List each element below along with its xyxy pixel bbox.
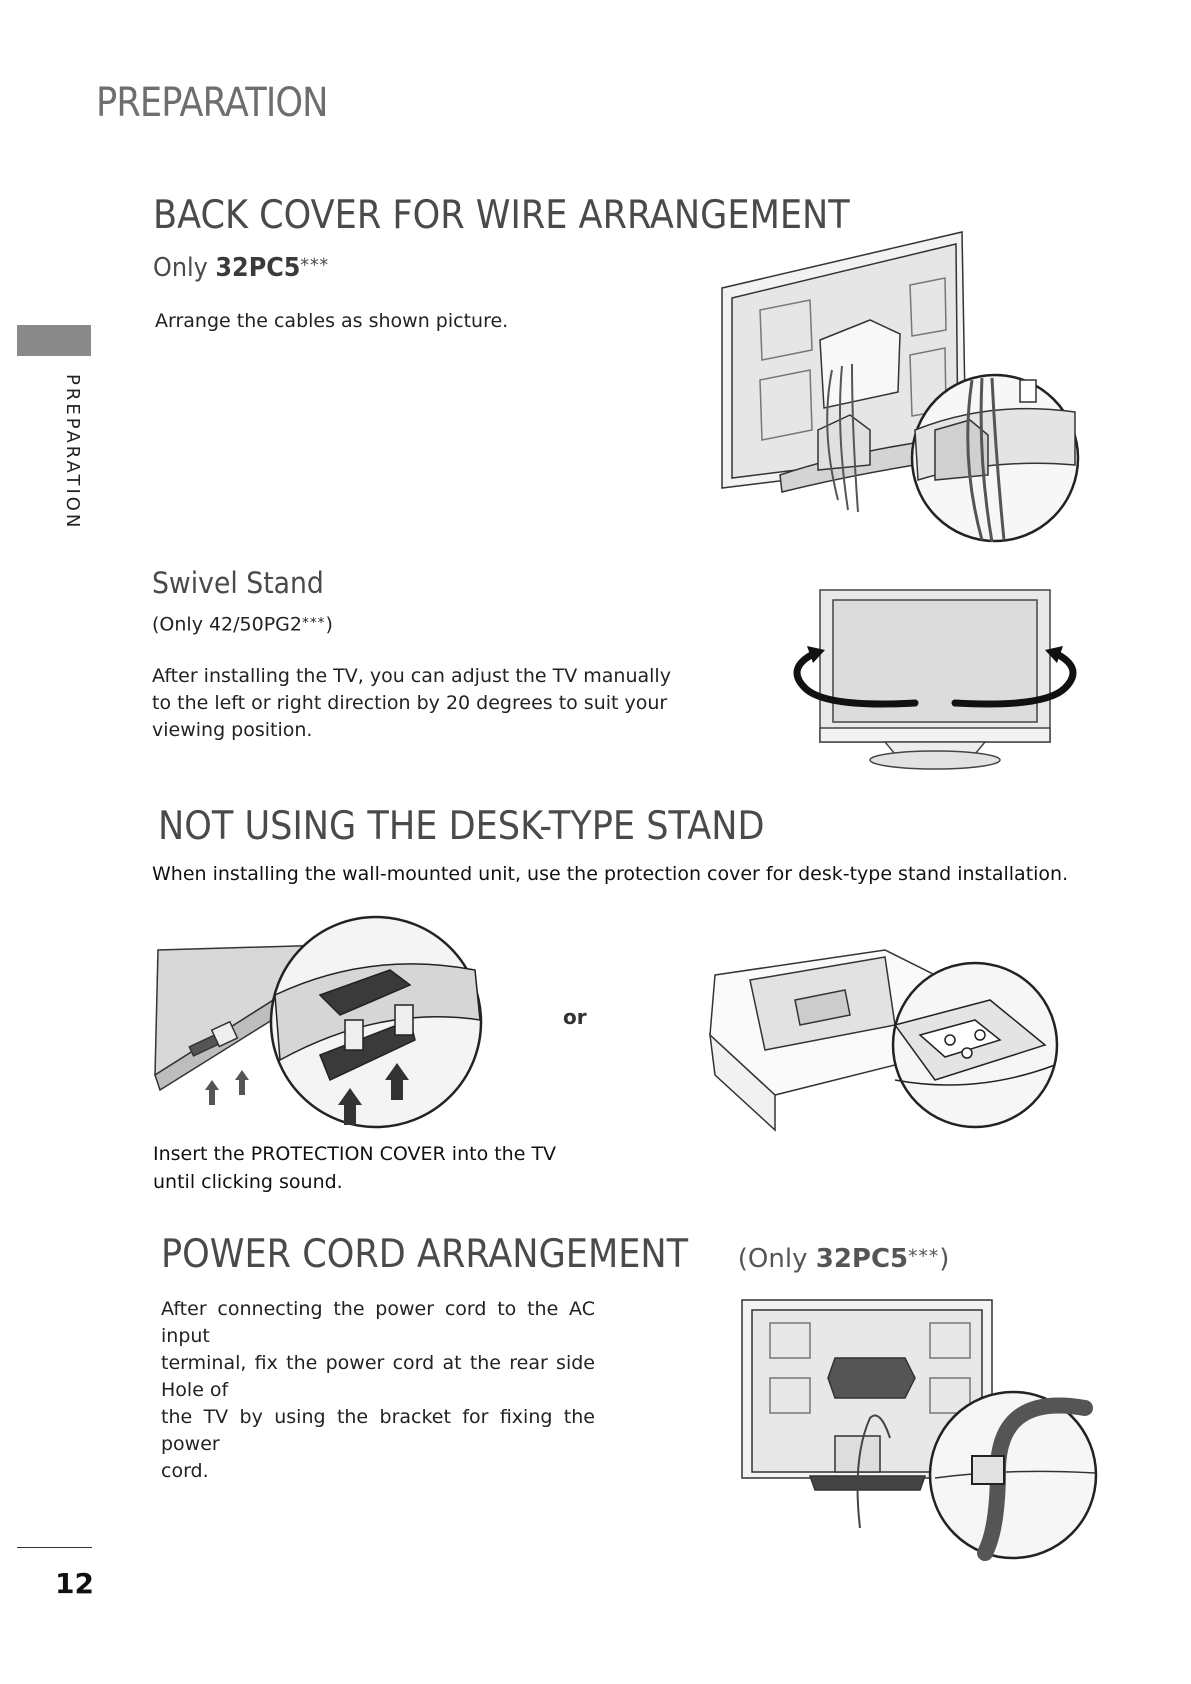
power-cord-text-line: After connecting the power cord to the A… (161, 1298, 595, 1347)
swivel-note-suffix: ) (325, 613, 333, 636)
power-cord-stars: *** (908, 1246, 940, 1268)
model-stars: *** (300, 255, 330, 277)
power-cord-text-line: terminal, fix the power cord at the rear… (161, 1352, 595, 1401)
swivel-note-prefix: (Only 42/50PG2 (152, 613, 302, 636)
power-cord-text-line: the TV by using the bracket for fixing t… (161, 1406, 595, 1455)
power-cord-bracket-illustration (741, 1299, 1098, 1561)
power-cord-model: 32PC5 (815, 1244, 909, 1274)
page-number-rule (17, 1547, 92, 1548)
power-cord-text-line: cord. (161, 1460, 209, 1482)
caption-line: until clicking sound. (153, 1171, 343, 1193)
back-cover-text: Arrange the cables as shown picture. (155, 310, 509, 332)
model-name: 32PC5 (215, 253, 301, 283)
desk-stand-title: NOT USING THE DESK-TYPE STAND (158, 804, 765, 849)
back-cover-title: BACK COVER FOR WIRE ARRANGEMENT (153, 193, 850, 238)
power-cord-text: After connecting the power cord to the A… (161, 1296, 595, 1485)
caption-line: Insert the PROTECTION COVER into the TV (153, 1143, 557, 1165)
tv-cover-alternative-illustration (709, 949, 1059, 1132)
page-number: 12 (55, 1567, 94, 1600)
power-cord-close-paren: ) (939, 1244, 950, 1274)
swivel-title: Swivel Stand (152, 566, 324, 600)
desk-stand-instruction: When installing the wall-mounted unit, u… (152, 863, 1069, 885)
tv-back-cables-illustration (721, 231, 1080, 543)
power-cord-title: POWER CORD ARRANGEMENT (161, 1232, 689, 1277)
power-cord-heading: POWER CORD ARRANGEMENT (Only 32PC5***) (161, 1232, 949, 1277)
swivel-text: After installing the TV, you can adjust … (152, 663, 671, 744)
protection-cover-illustration (154, 915, 483, 1129)
back-cover-subtitle: Only 32PC5*** (153, 253, 329, 283)
protection-cover-caption: Insert the PROTECTION COVER into the TV … (153, 1140, 556, 1196)
only-label: Only (153, 253, 208, 283)
swivel-tv-illustration (793, 589, 1077, 770)
swivel-note: (Only 42/50PG2***) (152, 610, 333, 638)
power-cord-model-note: (Only 32PC5***) (738, 1244, 950, 1274)
page-header-title: PREPARATION (96, 80, 328, 126)
swivel-note-stars: *** (302, 615, 326, 631)
swivel-text-line: to the left or right direction by 20 deg… (152, 692, 668, 714)
side-tab-marker (17, 325, 91, 356)
side-tab-label: PREPARATION (62, 374, 83, 531)
swivel-text-line: After installing the TV, you can adjust … (152, 665, 671, 687)
swivel-text-line: viewing position. (152, 719, 313, 741)
or-label: or (563, 1005, 587, 1029)
power-cord-only: (Only (737, 1244, 816, 1274)
